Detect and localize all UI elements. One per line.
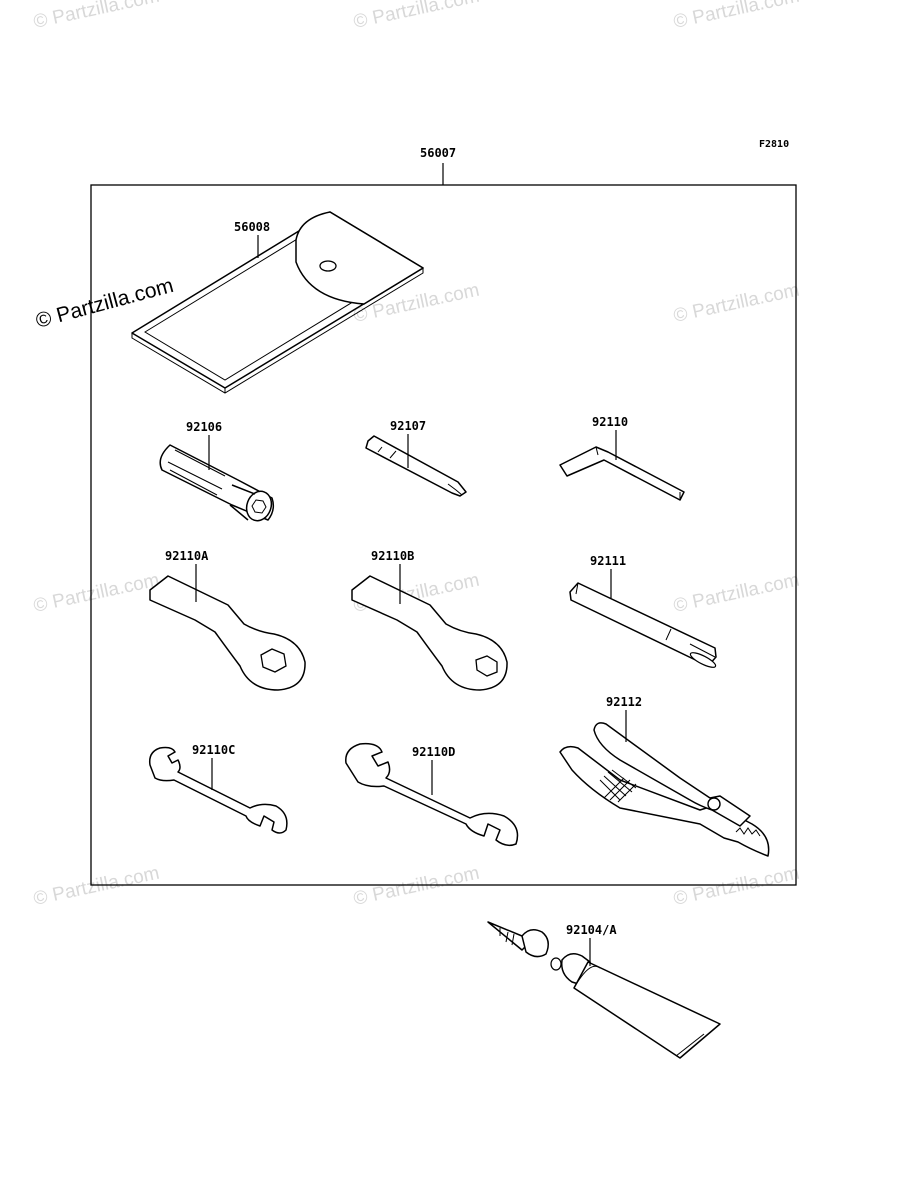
part-label-92110C: 92110C [192, 743, 235, 757]
box-wrench-b-drawing [351, 575, 508, 691]
watermark: © Partzilla.com [672, 0, 802, 33]
assembly-label: 56007 [420, 146, 456, 160]
pliers-drawing [559, 722, 770, 857]
watermarks: © Partzilla.com © Partzilla.com © Partzi… [32, 0, 802, 910]
hex-key-drawing [559, 446, 685, 501]
watermark: © Partzilla.com [672, 570, 802, 617]
part-label-92111: 92111 [590, 554, 626, 568]
part-label-92110B: 92110B [371, 549, 414, 563]
watermark: © Partzilla.com [32, 863, 162, 910]
part-label-92107: 92107 [390, 419, 426, 433]
open-wrench-d-drawing [345, 742, 519, 847]
watermark: © Partzilla.com [352, 0, 482, 33]
tube-kit-drawing [487, 921, 721, 1059]
watermark: © Partzilla.com [32, 0, 162, 33]
kit-frame [90, 184, 797, 886]
open-wrench-c-drawing [148, 746, 288, 834]
watermark: © Partzilla.com [32, 570, 162, 617]
part-label-92112: 92112 [606, 695, 642, 709]
watermark: © Partzilla.com [672, 863, 802, 910]
part-label-92110D: 92110D [412, 745, 455, 759]
part-label-92104A: 92104/A [566, 923, 617, 937]
part-label-92106: 92106 [186, 420, 222, 434]
part-label-92110: 92110 [592, 415, 628, 429]
watermark: © Partzilla.com [352, 863, 482, 910]
pouch-drawing [131, 211, 424, 394]
part-label-56008: 56008 [234, 220, 270, 234]
box-wrench-a-drawing [149, 575, 306, 691]
screwdriver-drawing [365, 435, 467, 497]
watermark: © Partzilla.com [672, 280, 802, 327]
part-label-92110A: 92110A [165, 549, 209, 563]
figure-code: F2810 [759, 139, 789, 150]
handle-bar-drawing [569, 582, 717, 668]
socket-drawing [159, 444, 275, 522]
